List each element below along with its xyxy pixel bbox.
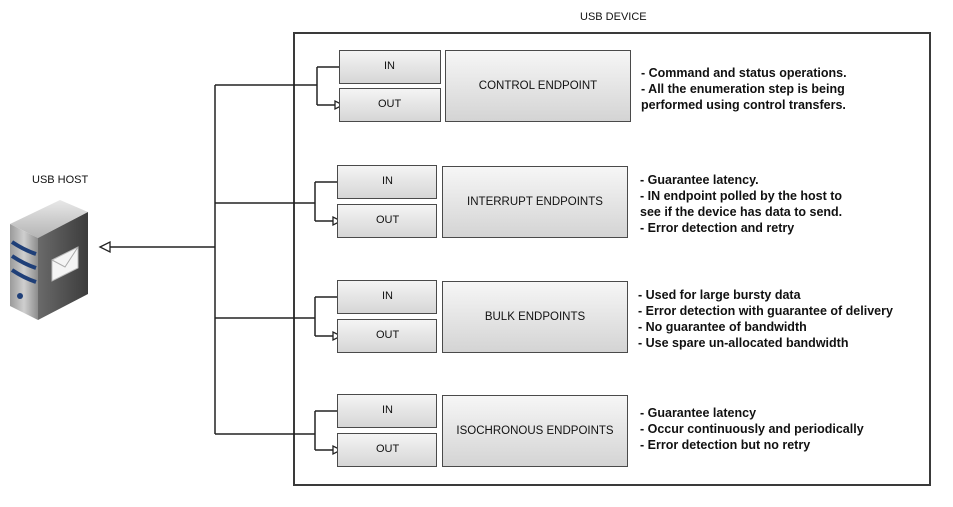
description-line: - No guarantee of bandwidth	[638, 320, 807, 334]
control-endpoint-description: - Command and status operations. - All t…	[641, 65, 847, 113]
interrupt-in-port: IN	[337, 165, 437, 199]
port-label: IN	[382, 175, 393, 187]
endpoint-name: INTERRUPT ENDPOINTS	[467, 196, 603, 208]
control-endpoint-box: CONTROL ENDPOINT	[445, 50, 631, 122]
description-line: - Used for large bursty data	[638, 288, 801, 302]
port-label: IN	[382, 290, 393, 302]
description-line: - Error detection and retry	[640, 221, 795, 235]
bulk-endpoint-box: BULK ENDPOINTS	[442, 281, 628, 353]
description-line: - Error detection but no retry	[640, 438, 811, 452]
description-line: - Command and status operations.	[641, 66, 847, 80]
description-line: - Error detection with guarantee of deli…	[638, 304, 893, 318]
description-line: - Occur continuously and periodically	[640, 422, 864, 436]
endpoint-name: ISOCHRONOUS ENDPOINTS	[456, 425, 614, 437]
interrupt-endpoint-description: - Guarantee latency. - IN endpoint polle…	[640, 172, 842, 236]
interrupt-out-port: OUT	[337, 204, 437, 238]
isochronous-endpoint-description: - Guarantee latency - Occur continuously…	[640, 405, 864, 453]
description-line: - All the enumeration step is being	[641, 82, 845, 96]
description-line: - Guarantee latency.	[640, 173, 759, 187]
description-line: - Use spare un-allocated bandwidth	[638, 336, 849, 350]
hollow-arrowhead-icon	[98, 240, 111, 254]
port-label: OUT	[376, 443, 400, 455]
description-line: see if the device has data to send.	[640, 205, 843, 219]
usb-device-title: USB DEVICE	[580, 11, 647, 23]
description-line: - IN endpoint polled by the host to	[640, 189, 843, 203]
control-in-port: IN	[339, 50, 441, 84]
bulk-in-port: IN	[337, 280, 437, 314]
isochronous-in-port: IN	[337, 394, 437, 428]
port-label: OUT	[378, 98, 402, 110]
port-label: IN	[382, 404, 393, 416]
endpoint-name: CONTROL ENDPOINT	[478, 80, 598, 92]
control-out-port: OUT	[339, 88, 441, 122]
bulk-endpoint-description: - Used for large bursty data - Error det…	[638, 287, 893, 351]
usb-host-title: USB HOST	[32, 174, 89, 186]
isochronous-out-port: OUT	[337, 433, 437, 467]
server-mail-icon	[8, 198, 90, 327]
port-label: IN	[384, 60, 395, 72]
isochronous-endpoint-box: ISOCHRONOUS ENDPOINTS	[442, 395, 628, 467]
description-line: - Guarantee latency	[640, 406, 757, 420]
usb-device-container	[293, 32, 931, 486]
port-label: OUT	[376, 329, 400, 341]
description-line: performed using control transfers.	[641, 98, 846, 112]
endpoint-name: BULK ENDPOINTS	[484, 311, 586, 323]
bulk-out-port: OUT	[337, 319, 437, 353]
interrupt-endpoint-box: INTERRUPT ENDPOINTS	[442, 166, 628, 238]
port-label: OUT	[376, 214, 400, 226]
